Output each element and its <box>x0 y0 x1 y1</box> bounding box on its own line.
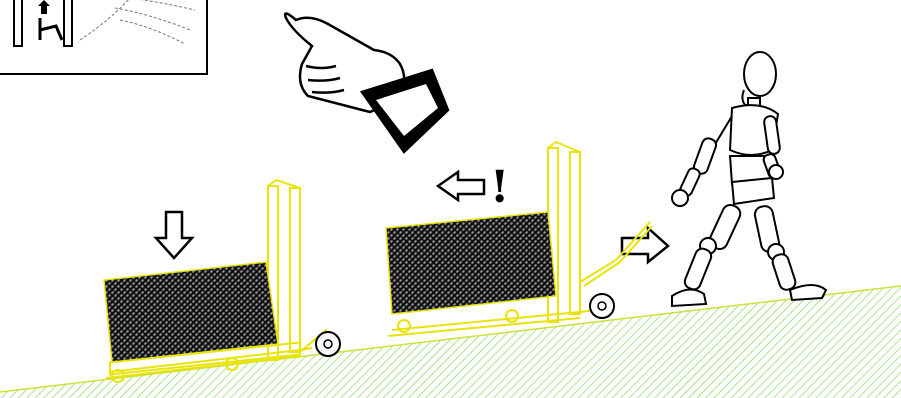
arrow-down-icon <box>156 212 192 258</box>
arrow-left-icon <box>438 172 484 200</box>
inset-illustration-box <box>0 0 207 74</box>
pointing-hand-icon <box>285 13 448 152</box>
caution-mark: ! <box>490 162 509 213</box>
loaded-trolley-left <box>104 180 340 382</box>
loaded-trolley-middle <box>386 142 652 336</box>
walking-worker-figure <box>672 52 826 306</box>
